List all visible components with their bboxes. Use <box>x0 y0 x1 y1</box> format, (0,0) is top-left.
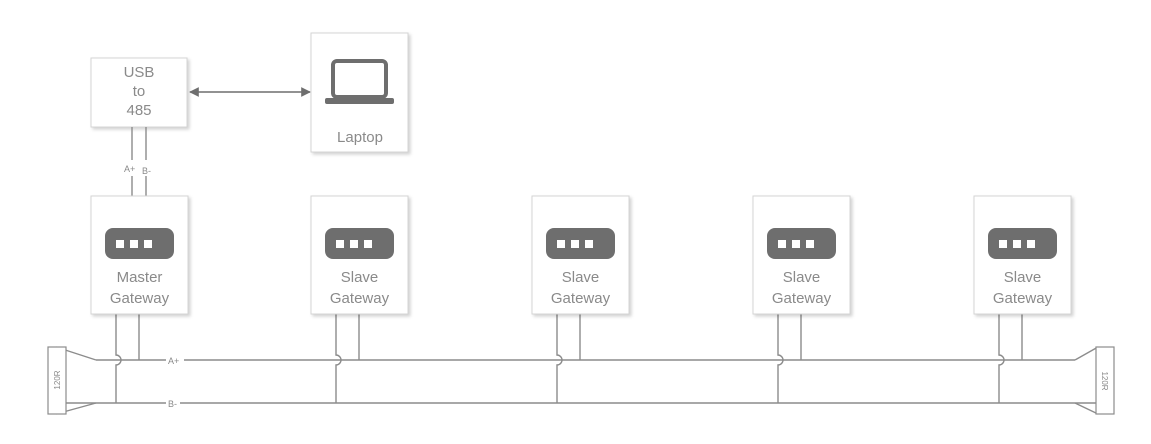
gateway-label-line2: Gateway <box>772 290 832 307</box>
gateway-slave-4: Slave Gateway <box>973 195 1072 315</box>
rs485-bus: A+ B- <box>56 354 1098 409</box>
terminator-left-label: 120R <box>53 370 62 389</box>
usb-to-485-converter: USB to 485 <box>90 57 188 128</box>
gateway-label-line2: Gateway <box>330 290 390 307</box>
gateway-label-line1: Slave <box>1004 269 1042 286</box>
gateway-label-line1: Master <box>117 269 163 286</box>
drop-slave-4 <box>998 313 1023 403</box>
gateway-device-icon <box>988 228 1057 259</box>
usb-label-line3: 485 <box>126 102 151 119</box>
laptop-icon <box>325 59 394 104</box>
bus-label-a: A+ <box>168 356 179 366</box>
drop-slave-3 <box>777 313 802 403</box>
gateway-device-icon <box>767 228 836 259</box>
gateway-label-line2: Gateway <box>993 290 1053 307</box>
gateway-label-line1: Slave <box>341 269 379 286</box>
gateway-device-icon <box>546 228 615 259</box>
drop-slave-2 <box>556 313 581 403</box>
bus-label-b: B- <box>168 399 177 409</box>
cable-label-a: A+ <box>124 164 135 174</box>
gateway-master: Master Gateway <box>90 195 189 315</box>
usb-label-line1: USB <box>124 64 155 81</box>
gateway-device-icon <box>325 228 394 259</box>
gateway-drop-lines <box>115 313 1023 403</box>
gateway-slave-1: Slave Gateway <box>310 195 409 315</box>
drop-master <box>115 313 140 403</box>
gateway-label-line2: Gateway <box>551 290 611 307</box>
gateway-label-line1: Slave <box>783 269 821 286</box>
terminator-right: 120R <box>1074 346 1115 415</box>
usb-to-master-cable: A+ B- <box>122 127 158 196</box>
gateway-device-icon <box>105 228 174 259</box>
gateway-slave-3: Slave Gateway <box>752 195 851 315</box>
gateway-label-line1: Slave <box>562 269 600 286</box>
usb-label-line2: to <box>133 83 146 100</box>
cable-label-b: B- <box>142 166 151 176</box>
terminator-left: 120R <box>47 346 97 415</box>
terminator-right-label: 120R <box>1100 371 1109 390</box>
gateway-label-line2: Gateway <box>110 290 170 307</box>
laptop: Laptop <box>310 32 409 153</box>
drop-slave-1 <box>335 313 360 403</box>
laptop-label: Laptop <box>337 129 383 146</box>
gateway-slave-2: Slave Gateway <box>531 195 630 315</box>
